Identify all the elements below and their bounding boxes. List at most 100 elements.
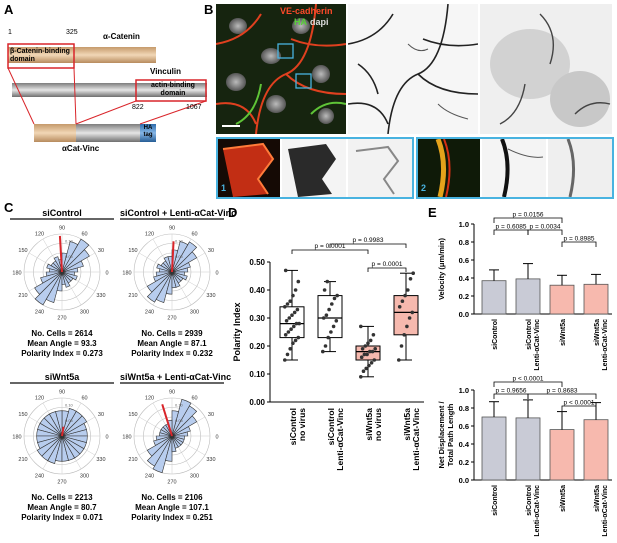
data-point bbox=[293, 288, 298, 292]
y-tick-label: 0.40 bbox=[249, 286, 265, 295]
data-point bbox=[296, 335, 301, 340]
significance-bracket bbox=[493, 393, 529, 399]
y-axis-label: Polarity Index bbox=[232, 302, 242, 361]
angle-label: 150 bbox=[18, 412, 27, 418]
rose-stat: No. Cells = 2614 bbox=[31, 329, 93, 338]
bar bbox=[481, 416, 507, 481]
rose-bin bbox=[34, 271, 63, 306]
x-tick-label: Lenti-αCat-Vinc bbox=[411, 408, 421, 471]
rose-bin bbox=[45, 271, 63, 303]
x-tick-label: siWnt5a bbox=[560, 319, 567, 346]
angle-label: 300 bbox=[80, 309, 89, 315]
x-tick-label: siControl bbox=[526, 319, 533, 350]
bar bbox=[583, 283, 609, 315]
rose-bin bbox=[47, 435, 63, 464]
data-point bbox=[362, 352, 367, 357]
rose-title: siControl + Lenti-αCat-Vinc bbox=[120, 208, 237, 220]
y-axis-label: Total Path Length bbox=[446, 403, 455, 466]
p-value-label: p = 0.9983 bbox=[353, 237, 384, 244]
angle-label: 30 bbox=[208, 412, 214, 418]
x-tick-label: siWnt5a bbox=[594, 319, 601, 346]
angle-label: 90 bbox=[169, 226, 175, 232]
rose-stat: Mean Angle = 107.1 bbox=[135, 503, 209, 512]
angle-label: 120 bbox=[35, 396, 44, 402]
rose-bin bbox=[46, 263, 63, 273]
data-point bbox=[329, 330, 333, 334]
rose-title: siWnt5a bbox=[10, 372, 114, 384]
y-axis-label: Velocity (μm/min) bbox=[437, 237, 446, 300]
data-point bbox=[363, 344, 368, 348]
rose-stat: Mean Angle = 80.7 bbox=[27, 503, 97, 512]
rose-bin bbox=[152, 435, 173, 474]
data-point bbox=[292, 324, 296, 329]
merged-micrograph: VE-cadherin HA dapi bbox=[216, 4, 346, 134]
rose-bin bbox=[61, 252, 68, 273]
angle-label: 270 bbox=[57, 480, 66, 486]
domain-diagram bbox=[7, 43, 207, 142]
bar bbox=[549, 429, 575, 481]
angle-label: 210 bbox=[128, 293, 137, 299]
angle-label: 30 bbox=[98, 412, 104, 418]
data-point bbox=[287, 316, 292, 320]
rose-stat: Polarity Index = 0.273 bbox=[21, 349, 103, 358]
data-point bbox=[403, 293, 407, 298]
x-tick-label: siWnt5a bbox=[364, 408, 374, 441]
angle-label: 0 bbox=[215, 271, 218, 277]
data-point bbox=[366, 341, 370, 345]
y-tick-label: 0.2 bbox=[459, 292, 469, 301]
angle-label: 180 bbox=[12, 271, 21, 277]
residue-822-label: 822 bbox=[132, 104, 144, 111]
x-tick-label: Lenti-αCat-Vinc bbox=[602, 319, 609, 371]
rose-bin bbox=[156, 263, 173, 273]
data-point bbox=[284, 319, 289, 323]
panel-label-e: E bbox=[428, 205, 437, 220]
y-axis-label: Net Displacement / bbox=[437, 401, 446, 469]
data-point bbox=[331, 324, 336, 329]
angle-label: 0 bbox=[105, 271, 108, 277]
connector-line bbox=[139, 100, 207, 125]
angle-label: 240 bbox=[145, 473, 154, 479]
bar bbox=[549, 284, 575, 315]
data-point bbox=[334, 319, 339, 323]
construct-ha-part bbox=[140, 124, 156, 142]
data-point bbox=[405, 324, 409, 329]
angle-label: 120 bbox=[145, 232, 154, 238]
data-point bbox=[372, 358, 377, 362]
mean-vector bbox=[161, 403, 173, 437]
significance-bracket bbox=[493, 217, 563, 223]
angle-label: 60 bbox=[81, 396, 87, 402]
angle-label: 210 bbox=[18, 293, 27, 299]
y-tick-label: 0.4 bbox=[459, 274, 470, 283]
rose-stat: No. Cells = 2213 bbox=[31, 493, 93, 502]
angle-label: 30 bbox=[208, 248, 214, 254]
data-point bbox=[286, 330, 291, 334]
data-point bbox=[291, 293, 295, 298]
data-point bbox=[283, 268, 288, 273]
beta-binding-box bbox=[7, 43, 75, 69]
y-tick-label: 0.00 bbox=[249, 398, 265, 407]
significance-bracket bbox=[493, 229, 529, 235]
rose-stat: No. Cells = 2106 bbox=[141, 493, 203, 502]
radial-tick-label: 0.10 bbox=[175, 402, 184, 407]
angle-label: 60 bbox=[191, 232, 197, 238]
radial-tick-label: 0.05 bbox=[65, 254, 74, 259]
rose-bin bbox=[165, 271, 173, 295]
data-point bbox=[411, 271, 415, 275]
data-point bbox=[400, 299, 405, 303]
significance-bracket bbox=[561, 405, 597, 411]
ha-tag-label: HA tag bbox=[143, 125, 153, 138]
rose-bin bbox=[61, 435, 88, 443]
inset-1-panel: 1 bbox=[216, 137, 414, 199]
panel-label-a: A bbox=[4, 2, 14, 17]
data-point bbox=[373, 347, 377, 351]
p-value-label: p < 0.0001 bbox=[513, 376, 544, 383]
angle-label: 210 bbox=[128, 457, 137, 463]
construct-vinculin-part bbox=[76, 124, 140, 142]
x-tick-label: siWnt5a bbox=[402, 408, 412, 441]
data-point bbox=[371, 333, 376, 337]
x-tick-label: Lenti-αCat-Vinc bbox=[534, 319, 541, 371]
data-point bbox=[283, 333, 288, 337]
